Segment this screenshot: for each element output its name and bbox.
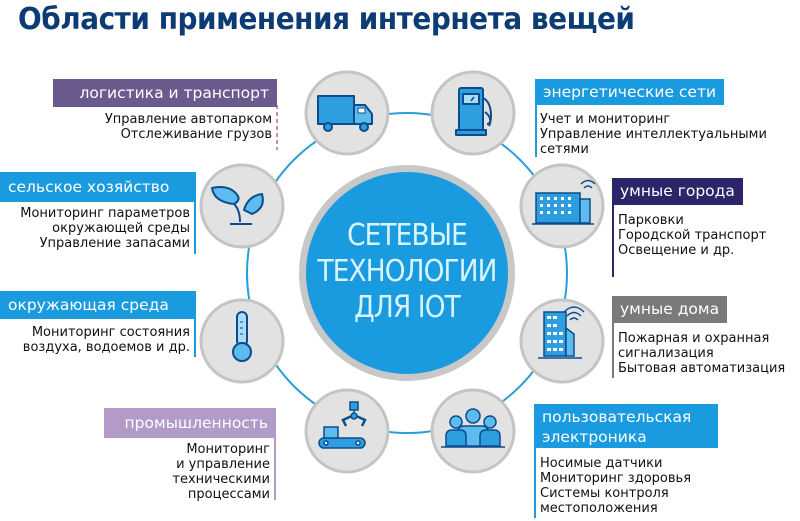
area-item: воздуха, водоемов и др. (22, 340, 190, 355)
agriculture-bar (194, 202, 196, 254)
factory-robot-arm-icon (318, 401, 367, 449)
area-item: Городской транспорт (618, 228, 767, 243)
area-item: Системы контроля (540, 486, 669, 501)
area-item: местоположения (540, 501, 658, 516)
area-label-consumer-electronics: пользовательская электроника (534, 404, 718, 448)
area-item: Мониторинг состояния (31, 325, 190, 340)
energy-bar (535, 105, 537, 157)
area-item: Мониторинг здоровья (540, 471, 692, 486)
area-item: Мониторинг (186, 442, 270, 457)
area-item: и управление (176, 457, 270, 472)
smart-cities-bar (612, 205, 614, 277)
area-desc-energy: Учет и мониторинг Управление интеллектуа… (540, 112, 767, 157)
area-item: Учет и мониторинг (540, 112, 671, 127)
area-item: Носимые датчики (540, 456, 663, 471)
city-building-icon (532, 179, 596, 225)
area-item: процессами (187, 487, 270, 502)
center-title-line-3: ДЛЯ IOT (354, 290, 461, 325)
connector-ring (246, 112, 568, 434)
area-desc-industry: Мониторинг и управление техническими про… (130, 442, 270, 502)
thermometer-icon (232, 311, 252, 362)
label-line: пользовательская (542, 408, 692, 426)
smart-house-icon (538, 306, 585, 359)
area-item: Парковки (618, 213, 684, 228)
area-item: Управление запасами (39, 236, 190, 251)
area-item: Мониторинг параметров (20, 206, 190, 221)
area-desc-smart-homes: Пожарная и охранная сигнализация Бытовая… (618, 331, 785, 376)
area-item: Пожарная и охранная (618, 331, 770, 346)
area-label-industry: промышленность (104, 408, 276, 438)
industry-bar (274, 438, 276, 500)
area-desc-consumer-electronics: Носимые датчики Мониторинг здоровья Сист… (540, 456, 691, 516)
truck-icon (317, 95, 373, 132)
area-desc-logistics: Управление автопарком Отслеживание грузо… (60, 112, 272, 142)
area-desc-agriculture: Мониторинг параметров окружающей среды У… (0, 206, 190, 251)
plant-icon (211, 186, 264, 225)
label-line: электроника (542, 428, 647, 446)
area-item: сигнализация (618, 346, 714, 361)
center-circle (306, 172, 508, 374)
area-desc-smart-cities: Парковки Городской транспорт Освещение и… (618, 213, 766, 258)
area-label-logistics: логистика и транспорт (53, 79, 277, 107)
area-item: сетями (540, 142, 589, 157)
center-title-line-2: ТЕХНОЛОГИИ (317, 254, 498, 289)
area-item: окружающей среды (52, 221, 190, 236)
fuel-pump-icon (455, 87, 492, 136)
area-item: техническими (172, 472, 270, 487)
area-label-environment: окружающая среда (0, 291, 196, 319)
center-title-line-1: СЕТЕВЫЕ (347, 218, 468, 253)
node-agriculture (199, 163, 285, 249)
consumer-electronics-bar (534, 448, 536, 518)
center-title: СЕТЕВЫЕ ТЕХНОЛОГИИ ДЛЯ IOT (315, 218, 500, 326)
area-label-agriculture: сельское хозяйство (0, 172, 196, 202)
area-label-smart-homes: умные дома (612, 296, 728, 323)
area-item: Управление интеллектуальными (540, 127, 767, 142)
area-item: Бытовая автоматизация (618, 361, 786, 376)
area-label-smart-cities: умные города (612, 178, 743, 205)
smart-homes-bar (612, 323, 614, 378)
node-industry (304, 388, 390, 474)
area-item: Управление автопарком (104, 112, 272, 127)
area-desc-environment: Мониторинг состояния воздуха, водоемов и… (0, 325, 190, 355)
people-icon (441, 408, 505, 448)
area-label-energy: энергетические сети (535, 79, 725, 105)
environment-bar (194, 319, 196, 357)
area-item: Отслеживание грузов (120, 127, 272, 142)
page-title: Области применения интернета вещей (18, 2, 635, 37)
area-item: Освещение и др. (618, 243, 735, 258)
